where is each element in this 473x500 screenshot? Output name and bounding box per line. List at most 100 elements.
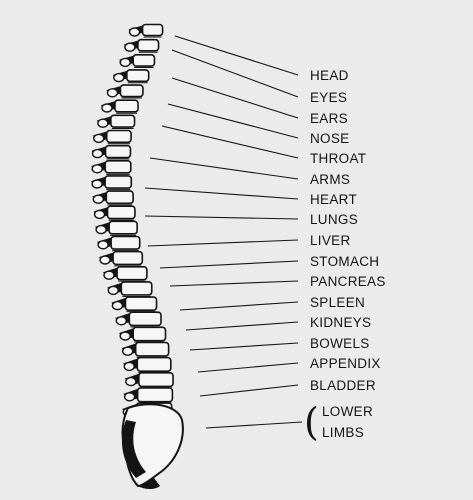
vertebra-nub — [93, 209, 106, 220]
vertebra — [123, 356, 172, 374]
vertebra-nub — [107, 285, 119, 296]
vertebra-body — [104, 175, 133, 189]
vertebra-nub — [119, 57, 131, 68]
vertebra-nub — [92, 194, 105, 204]
label-throat: THROAT — [310, 151, 367, 166]
vertebra-body — [110, 235, 141, 250]
vertebra-nub — [91, 164, 103, 174]
vertebra — [91, 175, 133, 191]
vertebra-body — [114, 99, 139, 113]
leader-line — [171, 77, 299, 119]
vertebra — [107, 281, 153, 297]
vertebra — [128, 23, 164, 38]
vertebra-body — [105, 190, 134, 205]
vertebra — [97, 235, 141, 252]
label-eyes: EYES — [310, 90, 348, 105]
vertebra-nub — [97, 240, 109, 250]
vertebra-nub — [128, 27, 141, 37]
vertebra-body — [132, 53, 156, 67]
leader-lines — [144, 35, 303, 429]
vertebra-nub — [99, 255, 111, 265]
vertebra-nub — [123, 392, 136, 402]
label-bladder: BLADDER — [310, 378, 376, 393]
vertebra-nub — [124, 42, 136, 52]
vertebra — [93, 205, 136, 221]
vertebra-nub — [93, 133, 105, 144]
vertebra — [91, 159, 132, 175]
vertebra-nub — [95, 224, 107, 235]
vertebra — [124, 371, 174, 389]
vertebra-nub — [91, 179, 103, 189]
vertebra-body — [141, 23, 164, 37]
vertebra-body — [136, 387, 174, 403]
vertebra — [119, 326, 167, 343]
vertebra-body — [134, 341, 170, 357]
vertebra — [92, 190, 134, 206]
vertebra-body — [104, 159, 132, 174]
sacrum-shadow — [121, 420, 146, 478]
label-lower: LOWER — [322, 404, 374, 419]
vertebra — [92, 129, 132, 145]
vertebra-body — [128, 311, 162, 327]
vertebra-nub — [115, 316, 128, 326]
spinal-column-illustration — [91, 23, 184, 489]
vertebra-body — [108, 220, 138, 235]
sacrum — [121, 403, 184, 489]
vertebra — [91, 144, 132, 160]
vertebra-nub — [91, 148, 104, 159]
vertebra-body — [104, 144, 132, 159]
leader-line — [144, 187, 299, 200]
lower-limbs-bracket: ( — [304, 400, 319, 444]
vertebra-nub — [97, 118, 109, 128]
vertebra — [96, 114, 136, 130]
vertebra-body — [132, 326, 167, 342]
vertebra-nub — [103, 270, 115, 280]
label-liver: LIVER — [310, 233, 351, 248]
leader-line — [147, 239, 299, 247]
vertebra — [99, 250, 144, 267]
vertebra — [119, 53, 156, 69]
vertebra-body — [112, 250, 144, 266]
vertebra — [123, 38, 160, 53]
label-heart: HEART — [310, 192, 358, 207]
vertebra — [111, 296, 158, 313]
vertebra — [106, 84, 144, 99]
label-stomach: STOMACH — [310, 254, 380, 269]
vertebra — [95, 220, 138, 236]
label-spleen: SPLEEN — [310, 295, 366, 310]
vertebra-body — [126, 69, 150, 83]
leader-line — [189, 342, 299, 351]
vertebra-nub — [121, 346, 134, 356]
label-appendix: APPENDIX — [310, 356, 381, 371]
vertebra-nub — [119, 331, 131, 341]
vertebra-nub — [113, 72, 125, 83]
label-arms: ARMS — [310, 172, 351, 187]
vertebra — [100, 99, 139, 114]
label-nose: NOSE — [310, 131, 350, 146]
vertebra-nub — [125, 376, 137, 387]
vertebra-body — [105, 129, 132, 144]
leader-line — [205, 421, 303, 429]
vertebra — [115, 311, 162, 328]
vertebra-body — [137, 38, 160, 52]
vertebra — [112, 69, 150, 84]
label-lungs: LUNGS — [310, 212, 359, 227]
vertebra — [123, 387, 174, 404]
label-bowels: BOWELS — [310, 336, 370, 351]
vertebra-body — [119, 84, 144, 98]
vertebra-body — [138, 371, 174, 388]
leader-line — [199, 384, 299, 397]
leader-line — [171, 49, 299, 98]
vertebra — [121, 341, 170, 358]
vertebra-nub — [111, 300, 124, 311]
vertebra-body — [106, 205, 136, 220]
coccyx — [138, 478, 160, 489]
leader-line — [185, 321, 299, 331]
vertebra-nub — [101, 103, 113, 113]
vertebra-nub — [123, 361, 135, 372]
vertebra-body — [116, 265, 148, 281]
vertebra-body — [120, 281, 153, 296]
leader-line — [161, 125, 299, 159]
leader-line — [179, 301, 299, 311]
